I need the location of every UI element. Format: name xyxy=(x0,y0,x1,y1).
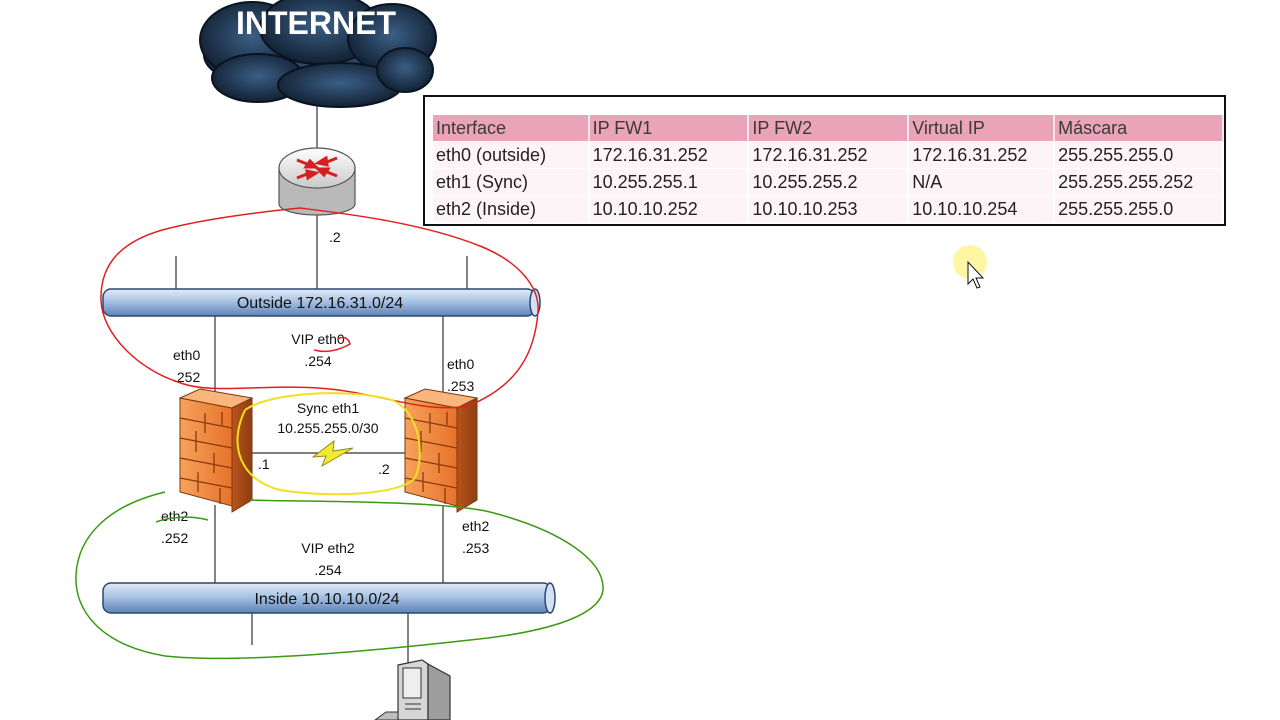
table-cell: 10.10.10.252 xyxy=(588,195,750,222)
eth2-underline xyxy=(155,516,209,523)
table-header-row: Interface IP FW1 IP FW2 Virtual IP Másca… xyxy=(433,115,1224,142)
table-cell: 10.10.10.253 xyxy=(748,195,910,222)
ip-table-panel: Interface IP FW1 IP FW2 Virtual IP Másca… xyxy=(423,95,1226,226)
firewall-1-icon xyxy=(178,388,254,513)
inside-network-label: Inside 10.10.10.0/24 xyxy=(254,591,399,608)
table-cell: eth0 (outside) xyxy=(433,141,590,169)
outside-annotation-loop xyxy=(100,207,539,409)
firewall-2-icon xyxy=(403,388,479,513)
outside-network-label: Outside 172.16.31.0/24 xyxy=(237,295,403,312)
table-row: eth2 (Inside) 10.10.10.252 10.10.10.253 … xyxy=(433,195,1224,222)
column-header-ip-fw2: IP FW2 xyxy=(748,115,910,142)
table-cell: 255.255.255.252 xyxy=(1054,168,1224,196)
internet-cloud-icon: INTERNET xyxy=(199,0,437,108)
column-header-virtual-ip: Virtual IP xyxy=(908,115,1056,142)
inside-network-bar: Inside 10.10.10.0/24 xyxy=(102,582,556,614)
table-cell: 172.16.31.252 xyxy=(748,141,910,169)
sync-link xyxy=(252,439,405,468)
outside-network-bar: Outside 172.16.31.0/24 xyxy=(102,288,541,317)
ip-address-table: Interface IP FW1 IP FW2 Virtual IP Másca… xyxy=(433,115,1224,222)
cursor-icon xyxy=(953,245,987,289)
fw2-eth0-ip: .253 xyxy=(447,378,474,394)
table-cell: 255.255.255.0 xyxy=(1054,195,1224,222)
cloud-label: INTERNET xyxy=(236,5,396,41)
table-cell: 255.255.255.0 xyxy=(1054,141,1224,169)
fw2-eth0-name: eth0 xyxy=(447,356,474,372)
vip-eth0-ip: .254 xyxy=(304,353,331,369)
vip-eth2-name: VIP eth2 xyxy=(301,540,355,556)
fw2-sync-ip: .2 xyxy=(378,461,390,477)
fw1-sync-ip: .1 xyxy=(258,456,270,472)
fw2-eth2-ip: .253 xyxy=(462,540,489,556)
table-cell: 10.255.255.1 xyxy=(588,168,750,196)
column-header-ip-fw1: IP FW1 xyxy=(588,115,750,142)
column-header-mascara: Máscara xyxy=(1054,115,1224,142)
vip-eth0-name: VIP eth0 xyxy=(291,331,345,347)
connection-lines xyxy=(175,95,468,665)
sync-link-network: 10.255.255.0/30 xyxy=(277,420,378,436)
fw1-eth2-ip: .252 xyxy=(161,530,188,546)
sync-annotation-loop xyxy=(236,392,421,496)
inside-annotation-loop xyxy=(75,491,604,660)
sync-annotation-stroke xyxy=(236,392,421,496)
outside-annotation-stroke xyxy=(100,207,539,409)
vip-eth2-ip: .254 xyxy=(314,562,341,578)
table-cell: eth2 (Inside) xyxy=(433,195,590,222)
table-cell: 10.10.10.254 xyxy=(908,195,1056,222)
table-row: eth0 (outside) 172.16.31.252 172.16.31.2… xyxy=(433,141,1224,169)
router-icon xyxy=(278,147,356,216)
table-cell: eth1 (Sync) xyxy=(433,168,590,196)
fw2-eth2-name: eth2 xyxy=(462,518,489,534)
column-header-interface: Interface xyxy=(433,115,590,142)
computer-icon xyxy=(374,659,451,720)
sync-link-name: Sync eth1 xyxy=(297,400,359,416)
table-cell: 172.16.31.252 xyxy=(908,141,1056,169)
table-row: eth1 (Sync) 10.255.255.1 10.255.255.2 N/… xyxy=(433,168,1224,196)
router-ip-label: .2 xyxy=(329,229,341,245)
table-cell: N/A xyxy=(908,168,1056,196)
fw1-eth0-ip: .252 xyxy=(173,369,200,385)
fw1-eth0-name: eth0 xyxy=(173,347,200,363)
inside-annotation-stroke xyxy=(75,491,604,660)
fw1-eth2-name: eth2 xyxy=(161,508,188,524)
table-cell: 10.255.255.2 xyxy=(748,168,910,196)
vip-eth0-underline xyxy=(313,336,351,353)
table-cell: 172.16.31.252 xyxy=(588,141,750,169)
